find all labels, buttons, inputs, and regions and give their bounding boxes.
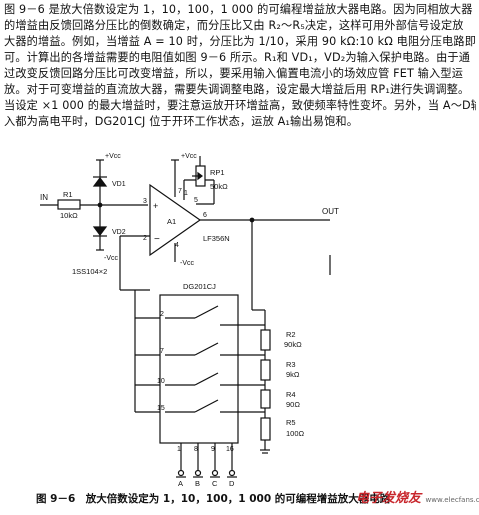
r3-name: R3	[286, 360, 296, 369]
svg-text:7: 7	[178, 188, 182, 195]
watermark-logo: 电子发烧友 www.elecfans.com	[356, 491, 479, 506]
svg-text:6: 6	[203, 212, 207, 219]
svg-text:9: 9	[211, 446, 215, 453]
text-line: 当设定 ×1 000 的最大增益时，要注意运放开环增益高，致使频率特性变坏。另外…	[4, 99, 476, 112]
opamp-name: A1	[167, 217, 176, 226]
input-c-label: C	[212, 479, 218, 488]
opamp-part: LF356N	[203, 234, 230, 243]
r3-value: 9kΩ	[286, 370, 300, 379]
in-label: IN	[40, 193, 48, 202]
out-label: OUT	[322, 207, 339, 216]
input-a-label: A	[178, 479, 183, 488]
r4-resistor	[260, 389, 271, 409]
svg-text:2: 2	[160, 311, 164, 318]
r4-value: 90Ω	[286, 400, 300, 409]
svg-text:8: 8	[194, 446, 198, 453]
svg-text:3: 3	[143, 198, 147, 205]
text-line: 大器的增益。例如，当增益 A = 10 时，分压比为 1/10，采用 90 kΩ…	[4, 35, 476, 48]
figure-caption: 图 9－6 放大倍数设定为 1，10，100，1 000 的可编程增益放大器电路	[36, 493, 391, 505]
r3-resistor	[260, 359, 271, 381]
svg-text:−: −	[154, 234, 160, 245]
input-b-label: B	[195, 479, 200, 488]
r5-resistor	[260, 417, 271, 441]
svg-text:1: 1	[184, 190, 188, 197]
r2-value: 90kΩ	[284, 340, 302, 349]
text-line: 放。对于可变增益的直流放大器，需要失调调整电路，设定最大增益后用 RP₁进行失调…	[4, 83, 470, 96]
r5-name: R5	[286, 418, 296, 427]
r1-value: 10kΩ	[60, 211, 78, 220]
vd1-diode	[92, 177, 108, 187]
vd2-diode	[92, 226, 108, 236]
r5-value: 100Ω	[286, 429, 305, 438]
dg201cj-chip	[159, 294, 239, 444]
input-d-label: D	[229, 479, 235, 488]
vcc-label: +Vcc	[105, 153, 121, 160]
text-line: 入都为高电平时，DG201CJ 位于开环工作状态，运放 A₁输出易饱和。	[4, 115, 359, 128]
r2-resistor	[260, 329, 271, 351]
vcc-label: -Vcc	[180, 260, 195, 267]
opamp-a1	[149, 183, 202, 257]
svg-text:10: 10	[157, 378, 165, 385]
svg-text:15: 15	[157, 405, 165, 412]
svg-text:2: 2	[143, 235, 147, 242]
text-line: 可。计算出的各增益需要的电阻值如图 9－6 所示。R₁和 VD₁，VD₂为输入保…	[4, 51, 471, 64]
diode-part-label: 1SS104×2	[72, 267, 107, 276]
r2-name: R2	[286, 330, 296, 339]
vd2-label: VD2	[112, 229, 126, 236]
text-line: 图 9－6 是放大倍数设定为 1，10，100，1 000 的可编程增益放大器电…	[4, 3, 473, 16]
r4-name: R4	[286, 390, 296, 399]
svg-text:4: 4	[175, 242, 179, 249]
svg-text:7: 7	[160, 348, 164, 355]
switch-chip-label: DG201CJ	[183, 282, 216, 291]
body-paragraph: 图 9－6 是放大倍数设定为 1，10，100，1 000 的可编程增益放大器电…	[4, 2, 476, 130]
rp1-name: RP1	[210, 168, 225, 177]
svg-text:5: 5	[194, 197, 198, 204]
rp1-value: 50kΩ	[210, 182, 228, 191]
vd1-label: VD1	[112, 181, 126, 188]
svg-text:1: 1	[177, 446, 181, 453]
vcc-label: -Vcc	[104, 255, 119, 262]
vcc-label: +Vcc	[181, 153, 197, 160]
text-line: 的增益由反馈回路分压比的倒数确定，而分压比又由 R₂～R₅决定，这样可用外部信号…	[4, 19, 464, 32]
text-line: 过改变反馈回路分压比可改变增益，所以，要采用输入偏置电流小的场效应管 FET 输…	[4, 67, 464, 80]
svg-text:+: +	[153, 201, 158, 211]
svg-text:16: 16	[226, 446, 234, 453]
r1-name: R1	[63, 190, 73, 199]
r1-resistor	[57, 199, 81, 210]
